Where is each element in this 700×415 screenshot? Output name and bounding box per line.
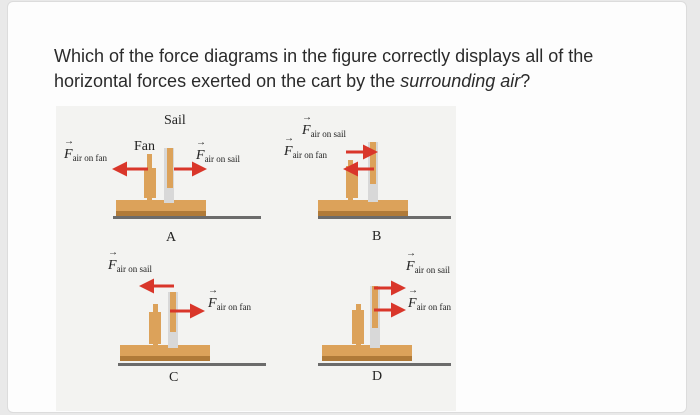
force-diagrams-figure: Sail Fan Fair on fan Fair on sail A Fair… — [56, 106, 456, 411]
question-end: ? — [520, 71, 531, 91]
diagram-letter-d: D — [372, 369, 383, 384]
force-label-air-on-sail: Fair on sail — [406, 259, 450, 275]
question-line-2: horizontal forces exerted on the cart by… — [54, 71, 401, 91]
question-text: Which of the force diagrams in the figur… — [54, 44, 654, 94]
diagram-letter-c: C — [169, 370, 179, 385]
cart-base-shade — [120, 356, 210, 361]
sail-label: Sail — [164, 113, 186, 128]
ground-line — [118, 363, 266, 366]
diagram-a — [112, 148, 261, 219]
force-label-air-on-fan: Fair on fan — [64, 147, 107, 163]
fan-body — [144, 168, 156, 198]
cart-base-shade — [318, 211, 408, 216]
force-label-air-on-sail: Fair on sail — [196, 148, 240, 164]
diagram-d — [318, 280, 451, 366]
force-label-air-on-fan: Fair on fan — [208, 296, 251, 312]
cart-base-shade — [116, 211, 206, 216]
diagram-b — [318, 142, 451, 219]
ground-line — [318, 363, 451, 366]
diagram-letter-a: A — [166, 230, 177, 245]
sail-panel — [372, 286, 378, 328]
sail-panel — [167, 148, 173, 188]
fan-body — [346, 166, 358, 198]
fan-body — [149, 312, 161, 344]
question-emphasis: surrounding air — [400, 71, 521, 91]
force-label-air-on-fan: Fair on fan — [408, 296, 451, 312]
question-line-1: Which of the force diagrams in the figur… — [54, 46, 594, 66]
diagram-letter-b: B — [372, 229, 382, 244]
figure-drawing — [112, 142, 451, 366]
sail-panel — [370, 142, 376, 184]
diagram-c — [118, 278, 266, 366]
force-label-air-on-fan: Fair on fan — [284, 144, 327, 160]
ground-line — [113, 216, 261, 219]
ground-line — [318, 216, 451, 219]
force-label-air-on-sail: Fair on sail — [302, 123, 346, 139]
fan-body — [352, 310, 364, 344]
cart-base-shade — [322, 356, 412, 361]
fan-label: Fan — [134, 139, 155, 154]
force-label-air-on-sail: Fair on sail — [108, 258, 152, 274]
